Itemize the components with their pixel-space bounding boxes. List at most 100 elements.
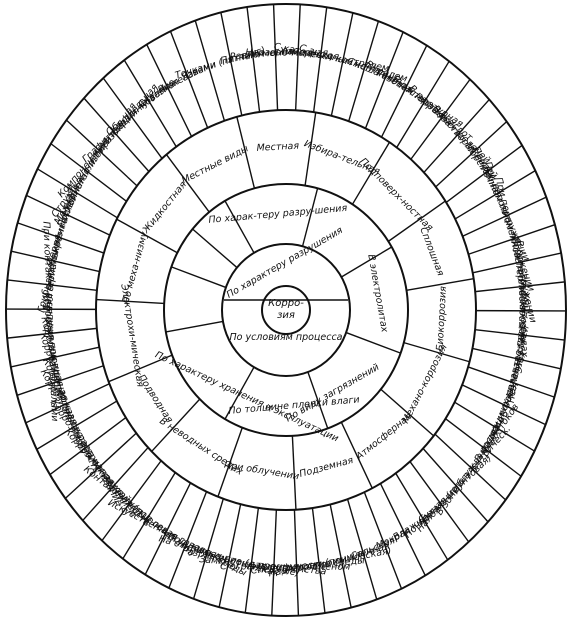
- middle-divider: [406, 278, 474, 291]
- level3-label: В органических средах: [514, 240, 530, 358]
- inner-divider: [341, 246, 393, 278]
- outer-divider: [312, 7, 328, 113]
- outer-divider: [396, 60, 450, 148]
- inner-label: В электролитах: [365, 253, 390, 333]
- outer-divider: [472, 252, 562, 274]
- inner-label: По харак-теру разру-шения: [208, 203, 348, 226]
- outer-divider: [244, 507, 260, 613]
- middle-divider: [291, 435, 297, 510]
- outer-divider: [467, 366, 555, 398]
- level2-label-pos: По меха-низму: [120, 230, 150, 305]
- outer-divider: [461, 384, 546, 426]
- inner-divider: [192, 228, 238, 269]
- ring-hub: [221, 243, 351, 377]
- outer-divider: [169, 30, 209, 129]
- outer-divider: [475, 328, 565, 341]
- middle-divider: [217, 427, 243, 497]
- outer-divider: [364, 31, 404, 129]
- outer-divider: [348, 20, 380, 122]
- ring-level2-inner: [163, 183, 409, 437]
- outer-divider: [472, 347, 561, 370]
- hub-label-top: По характеру разрушения: [225, 225, 345, 301]
- middle-divider: [116, 218, 178, 254]
- outer-divider: [422, 448, 489, 523]
- middle-divider: [351, 141, 391, 205]
- outer-divider: [293, 509, 300, 616]
- outer-divider: [423, 99, 490, 173]
- level3-label: Электро-проводных: [514, 272, 530, 374]
- middle-divider: [236, 116, 256, 189]
- outer-divider: [16, 365, 104, 396]
- inner-divider: [224, 200, 255, 254]
- level2-label-bio: Биокоррозия: [435, 286, 449, 352]
- middle-divider: [96, 298, 165, 305]
- ring-center: [261, 285, 311, 335]
- hub-label-bottom: По условиям процесса: [229, 332, 342, 343]
- outer-divider: [379, 483, 426, 576]
- outer-divider: [462, 196, 547, 237]
- outer-divider: [468, 224, 556, 255]
- level3-label: Неравно-мерная: [245, 47, 328, 58]
- level3-label: Органогенная: [43, 261, 58, 333]
- outer-divider: [65, 119, 138, 187]
- outer-divider: [409, 461, 470, 543]
- level2-label-sub: Подповерх-ностная: [358, 156, 436, 234]
- outer-divider: [36, 400, 118, 450]
- level2-label-atm: Атмосферная: [354, 411, 415, 463]
- center-label-1: Корро-: [268, 298, 304, 309]
- outer-divider: [395, 472, 449, 561]
- center-label-2: зия: [277, 310, 295, 321]
- inner-divider: [224, 366, 255, 420]
- outer-divider: [192, 498, 224, 600]
- outer-divider: [194, 20, 226, 121]
- middle-divider: [165, 154, 210, 213]
- middle-divider: [304, 112, 317, 186]
- outer-divider: [82, 447, 149, 521]
- level2-label-und: Подземная: [298, 455, 355, 480]
- outer-divider: [7, 279, 97, 292]
- inner-divider: [301, 188, 319, 247]
- outer-divider: [37, 168, 118, 219]
- outer-divider: [475, 281, 565, 293]
- outer-divider: [272, 4, 279, 111]
- middle-divider: [387, 200, 446, 242]
- inner-dividers: [165, 188, 401, 429]
- outer-divider: [311, 507, 326, 614]
- outer-divider: [26, 194, 111, 236]
- outer-divider: [445, 144, 523, 203]
- outer-divider: [144, 482, 192, 575]
- ring-level3-inner: [95, 109, 477, 511]
- outer-divider: [146, 44, 193, 137]
- outer-divider: [123, 59, 177, 148]
- middle-divider: [380, 388, 435, 437]
- outer-divider: [10, 346, 100, 368]
- outer-divider: [380, 45, 428, 138]
- outer-divider: [102, 77, 163, 159]
- outer-dividers: [5, 4, 567, 616]
- outer-divider: [17, 222, 105, 254]
- outer-divider: [218, 504, 242, 608]
- level2-label-liq: Жидкостная: [140, 179, 189, 236]
- outer-divider: [83, 97, 150, 172]
- outer-divider: [50, 143, 127, 202]
- middle-divider: [151, 398, 201, 452]
- outer-divider: [220, 12, 243, 116]
- middle-divider: [108, 354, 173, 383]
- outer-divider: [454, 170, 536, 220]
- outer-divider: [101, 460, 162, 542]
- outer-divider: [445, 418, 522, 477]
- outer-divider: [64, 432, 137, 499]
- outer-divider: [11, 250, 100, 273]
- level2-label-loc: Местная: [256, 141, 299, 154]
- outer-divider: [168, 491, 208, 589]
- outer-ring: [5, 3, 567, 617]
- outer-divider: [435, 121, 508, 188]
- outer-divider: [410, 78, 471, 160]
- outer-divider: [329, 504, 352, 608]
- inner-divider: [345, 331, 401, 354]
- outer-divider: [49, 417, 127, 476]
- outer-divider: [363, 491, 403, 590]
- inner-divider: [165, 320, 224, 333]
